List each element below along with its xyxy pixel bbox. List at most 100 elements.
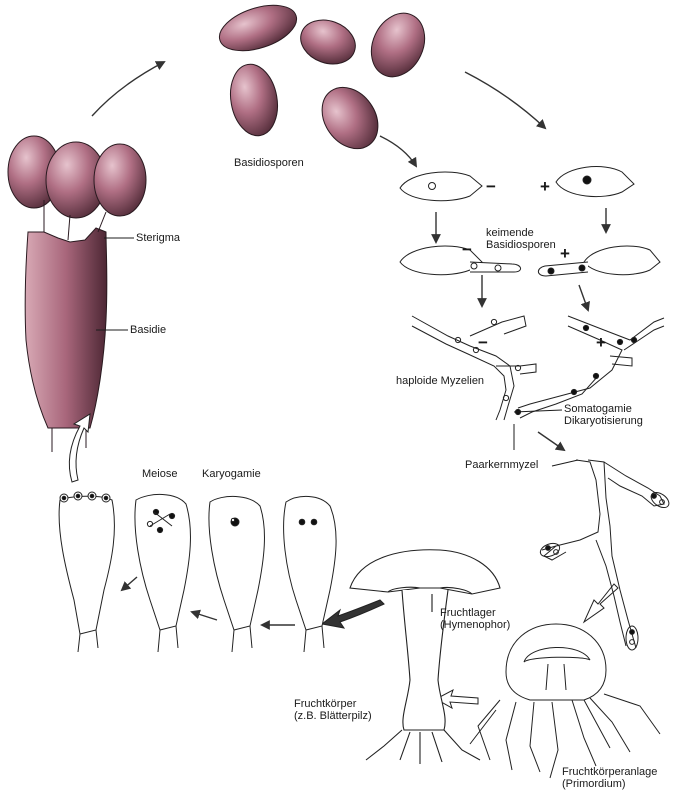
- nucleus: [472, 346, 480, 354]
- arrow: [120, 576, 138, 592]
- hypha: [541, 459, 601, 551]
- label-meiose: Meiose: [142, 468, 178, 480]
- dikaryotic-mycelium: [539, 459, 670, 651]
- arrow: [434, 688, 479, 710]
- basidium-spore: [93, 143, 147, 217]
- haploid-mycelia: [411, 315, 665, 450]
- basidium-stage: [283, 496, 337, 631]
- nucleus: [168, 512, 176, 520]
- nucleus: [310, 518, 318, 526]
- hypha: [469, 315, 527, 337]
- nucleus: [592, 372, 600, 380]
- germinating-spores: [399, 166, 661, 277]
- label-basidie: Basidie: [130, 324, 167, 336]
- basidium-body: [24, 227, 108, 429]
- arrow: [464, 71, 547, 130]
- basidium-stage: [134, 494, 191, 631]
- hypha: [623, 325, 665, 351]
- label-fruchtkoerperanlage: Fruchtkörperanlage: [562, 766, 658, 778]
- hypha: [567, 315, 665, 341]
- nucleus: [156, 526, 164, 534]
- label-hymenophor: (Hymenophor): [440, 619, 511, 631]
- roots: [469, 693, 661, 779]
- nucleus: [454, 336, 462, 344]
- spore: [230, 63, 278, 137]
- nucleus: [152, 508, 160, 516]
- mushroom-gills: [387, 586, 473, 595]
- minus-sign: −: [478, 333, 488, 352]
- spindle: [149, 513, 171, 527]
- label-haploide-myzelien: haploide Myzelien: [396, 375, 485, 387]
- spore-outline: [555, 166, 635, 198]
- transition-arrows: [68, 413, 619, 710]
- nucleus: [61, 495, 67, 501]
- primordium-drawing: [469, 623, 661, 779]
- primordium-stem: [545, 663, 567, 691]
- arrow: [91, 61, 166, 117]
- basidium-drawing: [7, 135, 147, 452]
- basidium-base: [77, 625, 325, 653]
- sterigma-stalk: [97, 211, 107, 233]
- nucleus: [629, 639, 635, 645]
- nucleus: [651, 493, 657, 499]
- hypha-tip: [539, 542, 561, 558]
- hypha: [595, 539, 627, 647]
- nucleus: [582, 175, 592, 185]
- basidia-row: [58, 491, 337, 653]
- paarkernmyzel-leader: [551, 459, 579, 467]
- nucleus: [230, 517, 236, 523]
- label-fruchtkoerper: Fruchtkörper: [294, 698, 357, 710]
- spore-outline: [583, 245, 661, 276]
- spore: [218, 4, 298, 52]
- hypha: [411, 315, 515, 421]
- nucleus: [616, 338, 624, 346]
- nucleus: [545, 545, 551, 551]
- fruiting-body-drawing: [349, 549, 501, 764]
- nucleus: [428, 182, 436, 190]
- arrow: [537, 431, 566, 452]
- primordium-cap: [523, 647, 591, 663]
- nucleus: [547, 267, 555, 275]
- mushroom-cap: [349, 549, 501, 595]
- nucleus: [514, 364, 522, 372]
- sterigma-stalk: [67, 214, 71, 241]
- mushroom-roots: [365, 729, 481, 764]
- hypha: [519, 375, 599, 419]
- arrow: [379, 135, 418, 168]
- spore: [321, 86, 379, 150]
- label-basidiosporen-germ: Basidiosporen: [486, 239, 556, 251]
- label-karyogamie: Karyogamie: [202, 468, 261, 480]
- label-blaetterpilz: (z.B. Blätterpilz): [294, 710, 372, 722]
- basidium-stage: [58, 495, 115, 635]
- arrow: [582, 583, 619, 624]
- nucleus: [582, 324, 590, 332]
- spore-outline: [399, 245, 483, 276]
- label-dikaryotisierung: Dikaryotisierung: [564, 415, 643, 427]
- hypha: [411, 325, 507, 421]
- nucleus: [470, 262, 478, 270]
- spore: [300, 19, 356, 65]
- nucleus: [570, 388, 578, 396]
- spore-outline: [399, 171, 483, 202]
- label-fruchtlager: Fruchtlager: [440, 607, 496, 619]
- nucleus: [75, 493, 81, 499]
- primordium-body: [505, 623, 607, 701]
- minus-sign: −: [486, 177, 496, 196]
- spore: [370, 12, 426, 78]
- label-primordium: (Primordium): [562, 778, 626, 790]
- hypha-tip: [625, 625, 639, 651]
- arrow: [320, 599, 385, 629]
- label-paarkernmyzel: Paarkernmyzel: [465, 459, 539, 471]
- basidiospores-group: [218, 4, 426, 150]
- arrow: [190, 609, 218, 621]
- label-basidiosporen: Basidiosporen: [234, 157, 304, 169]
- nucleus: [490, 318, 498, 326]
- nucleus: [659, 499, 665, 505]
- arrow: [578, 284, 590, 312]
- nucleus: [629, 629, 635, 635]
- basidium-stage: [208, 496, 265, 631]
- plus-sign: +: [540, 177, 550, 196]
- nucleus: [630, 336, 638, 344]
- hypha: [517, 325, 623, 409]
- nucleus: [578, 264, 586, 272]
